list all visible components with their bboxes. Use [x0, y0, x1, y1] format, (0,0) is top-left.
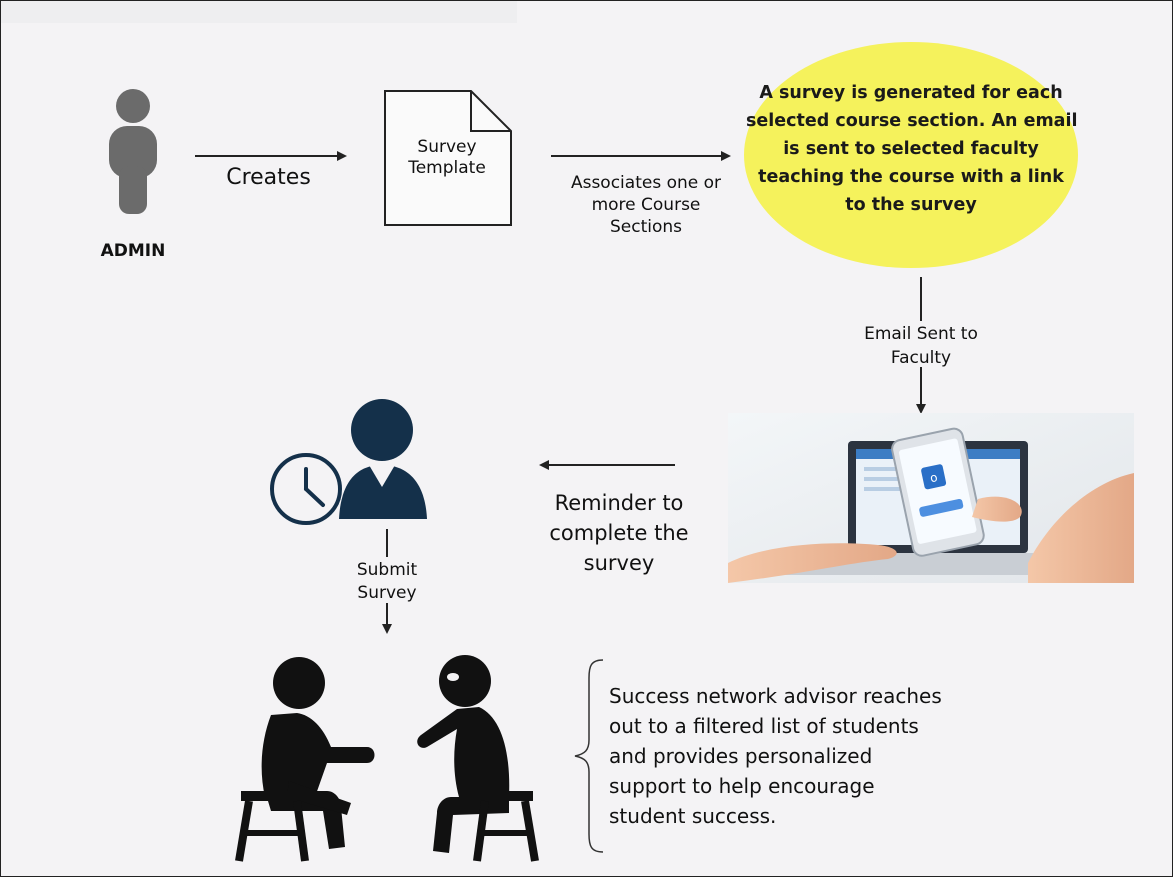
reminder-label: Reminder to complete the survey	[549, 491, 689, 575]
advisor-student-meeting-icon	[235, 655, 539, 862]
watermark-band	[1, 1, 517, 23]
email-connector-arrow	[916, 367, 926, 414]
submit-connector-top	[386, 529, 388, 557]
email-sent-label: Email Sent to Faculty	[864, 324, 978, 368]
person-clock-icon	[269, 399, 427, 526]
submit-connector-arrow	[382, 603, 392, 634]
document-icon	[384, 90, 512, 226]
admin-label: ADMIN	[100, 241, 166, 261]
associates-arrow	[551, 151, 731, 161]
submit-label: Submit Survey	[356, 560, 418, 603]
survey-note-text: A survey is generated for each selected …	[746, 83, 1078, 215]
associates-label: Associates one or more Course Sections	[570, 173, 722, 237]
creates-arrow	[195, 151, 347, 161]
email-connector-top	[920, 277, 922, 321]
person-icon	[109, 89, 157, 214]
reminder-arrow	[539, 460, 675, 470]
template-label: Survey Template	[408, 137, 486, 179]
laptop-phone-photo: o	[728, 413, 1134, 583]
brace-icon	[574, 659, 604, 853]
survey-note-ellipse	[744, 42, 1078, 268]
svg-text:o: o	[929, 470, 939, 485]
advisor-note: Success network advisor reaches out to a…	[609, 684, 942, 828]
creates-label: Creates	[226, 165, 311, 190]
